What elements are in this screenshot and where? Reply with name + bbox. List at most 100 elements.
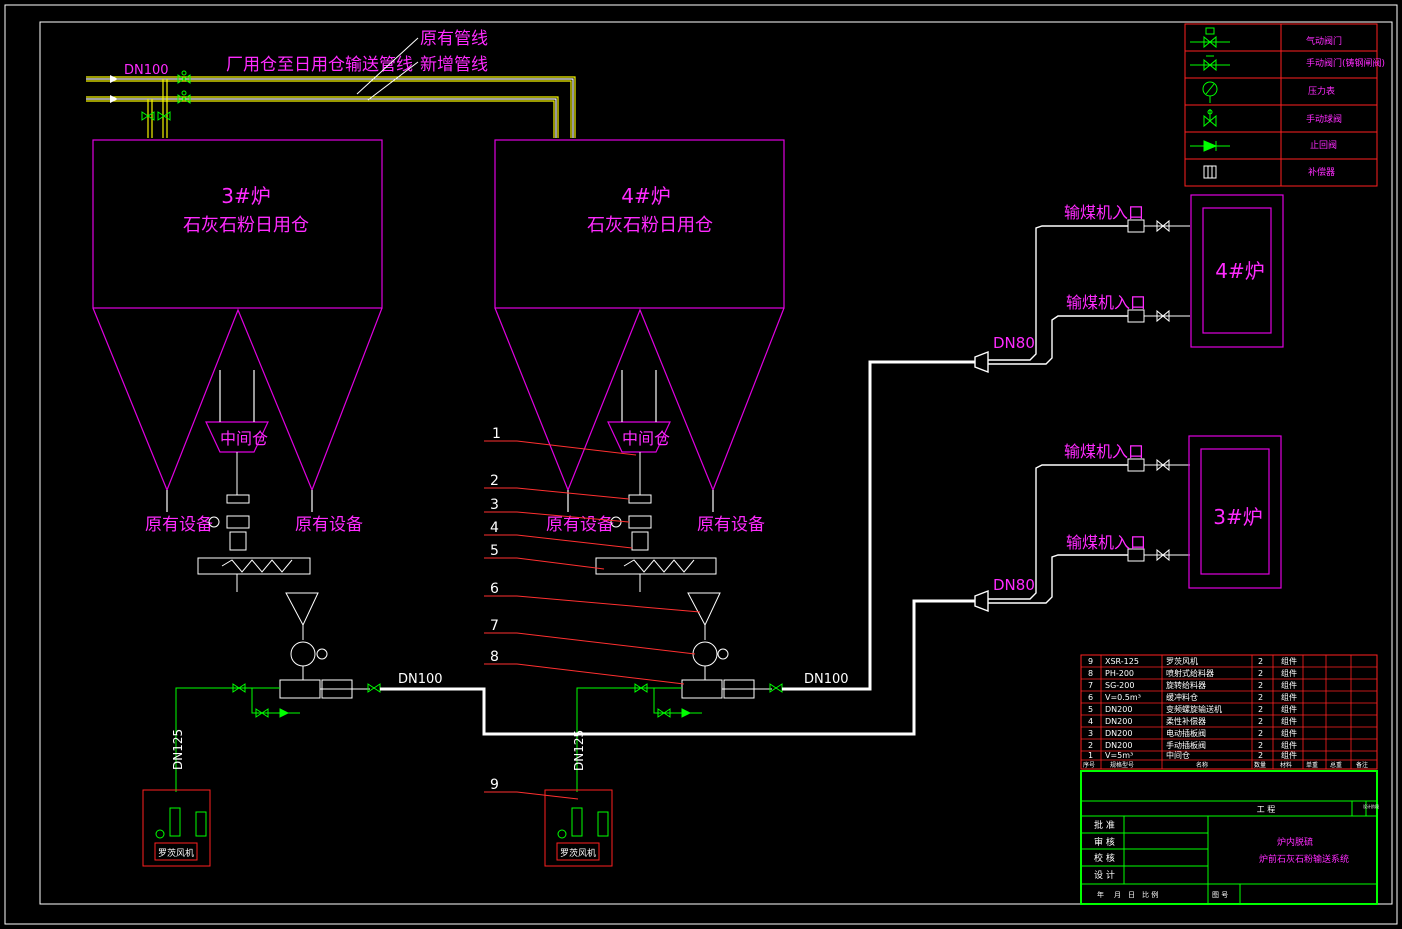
part-spec: V=0.5m³ [1105,693,1141,702]
leader-number: 7 [490,618,499,634]
drawing-title-line1: 炉内脱硫 [1277,836,1313,848]
pneumatic-valve-icon [1190,27,1230,49]
leader-number: 1 [492,426,501,442]
title-project: 工 程 [1257,805,1276,814]
furnace-3-inlet-top: 输煤机入口 [1064,442,1144,461]
part-name: 柔性补偿器 [1166,716,1206,726]
legend: 气动阀门 手动阀门(铸钢闸阀) 压力表 手动球阀 止回阀 补偿器 [1184,23,1385,187]
design-stage: 设计阶段 [1363,803,1379,809]
part-spec: DN200 [1105,705,1132,714]
part-qty: 2 [1258,681,1263,690]
part-no: 9 [1088,657,1093,666]
silo-4-feed-train [595,452,772,699]
part-unit: 组件 [1281,740,1297,750]
title-role: 校 核 [1094,852,1115,864]
part-spec: PH-200 [1105,669,1134,678]
silo-3-mid-bin: 中间仓 [220,429,268,448]
part-unit: 组件 [1281,728,1297,738]
table-header: 序号 [1083,761,1095,769]
title-footer: 比 例 [1142,890,1158,899]
silo-4-blower-label: 罗茨风机 [560,847,596,859]
leader-number: 4 [490,520,499,536]
silo-4-air-line [576,683,783,792]
furnace-3-label: 3#炉 [1213,505,1262,529]
silo-4-mid-bin: 中间仓 [622,429,670,448]
silo-4-dn125: DN125 [572,730,586,771]
silo-4-right-equipment: 原有设备 [697,515,765,535]
part-no: 8 [1088,669,1093,678]
inlet-fittings [1127,219,1190,562]
title-footer: 月 [1114,891,1121,899]
part-name: 手动插板阀 [1166,740,1206,750]
part-no: 7 [1088,681,1093,690]
new-leader [367,61,419,101]
part-qty: 2 [1258,751,1263,760]
title-footer: 图 号 [1212,891,1228,899]
part-unit: 组件 [1281,668,1297,678]
part-qty: 2 [1258,729,1263,738]
table-header: 单重 [1306,761,1318,769]
part-unit: 组件 [1281,680,1297,690]
silo-4-left-equipment: 原有设备 [546,515,614,535]
leader-lines [484,440,701,800]
part-name: 中间仓 [1166,750,1190,760]
part-spec: DN200 [1105,729,1132,738]
outer-frame [4,4,1398,925]
silo-3-feed-train [197,452,370,699]
part-name: 罗茨风机 [1166,656,1198,666]
part-unit: 组件 [1281,750,1297,760]
silo-3-left-equipment: 原有设备 [145,515,213,535]
furnace-4-inlet-bottom: 输煤机入口 [1066,293,1146,312]
legend-label: 压力表 [1308,85,1335,97]
title-block [1080,770,1378,905]
part-spec: XSR-125 [1105,657,1139,666]
part-spec: V=5m³ [1105,751,1133,760]
part-name: 旋转给料器 [1166,680,1206,690]
silo-4 [494,139,785,512]
part-qty: 2 [1258,669,1263,678]
furnace-3 [1188,435,1282,589]
part-spec: SG-200 [1105,681,1134,690]
legend-label: 补偿器 [1308,166,1335,178]
part-no: 1 [1088,751,1093,760]
table-header: 规格型号 [1110,761,1134,769]
silo-4-subtitle: 石灰石粉日用仓 [587,215,713,236]
leader-number: 3 [490,497,499,513]
leader-number: 6 [490,581,499,597]
dn80-upper: DN80 [993,334,1035,352]
silo-3-dn125: DN125 [171,729,185,770]
part-qty: 2 [1258,693,1263,702]
legend-label: 手动阀门(铸钢闸阀) [1306,57,1385,69]
leader-number: 5 [490,543,499,559]
supply-dn-label: DN100 [124,63,169,78]
part-qty: 2 [1258,657,1263,666]
part-no: 6 [1088,693,1093,702]
leader-number: 2 [490,473,499,489]
part-qty: 2 [1258,741,1263,750]
route-label: 厂用仓至日用仓输送管线 [226,55,413,75]
manual-valve-icon [1190,55,1230,72]
part-name: 变频螺旋输送机 [1166,704,1222,714]
title-footer: 年 [1097,890,1104,899]
title-footer: 日 [1128,891,1135,899]
supply-valves [141,70,191,121]
silo-3 [92,139,383,512]
silo-3-dn100: DN100 [398,672,443,687]
legend-label: 气动阀门 [1306,35,1342,47]
parts-table: 9 XSR-125 罗茨风机 2 组件 8 PH-200 喷射式给料器 2 组件… [1080,654,1378,770]
part-qty: 2 [1258,705,1263,714]
furnace-4 [1190,194,1284,348]
existing-pipe-label: 原有管线 [420,29,488,49]
leader-numbers: 1 2 3 4 5 6 7 8 9 [490,426,501,793]
check-valve-icon [1190,140,1230,152]
table-header: 数量 [1254,761,1266,769]
table-header: 总重 [1330,761,1342,769]
title-role: 设 计 [1094,869,1115,881]
new-pipe-label: 新增管线 [420,55,488,75]
part-name: 电动插板阀 [1166,728,1206,738]
silo-3-subtitle: 石灰石粉日用仓 [183,215,309,236]
supply-pipes [86,75,576,138]
part-name: 喷射式给料器 [1166,668,1214,678]
leader-number: 9 [490,777,499,793]
part-spec: DN200 [1105,741,1132,750]
